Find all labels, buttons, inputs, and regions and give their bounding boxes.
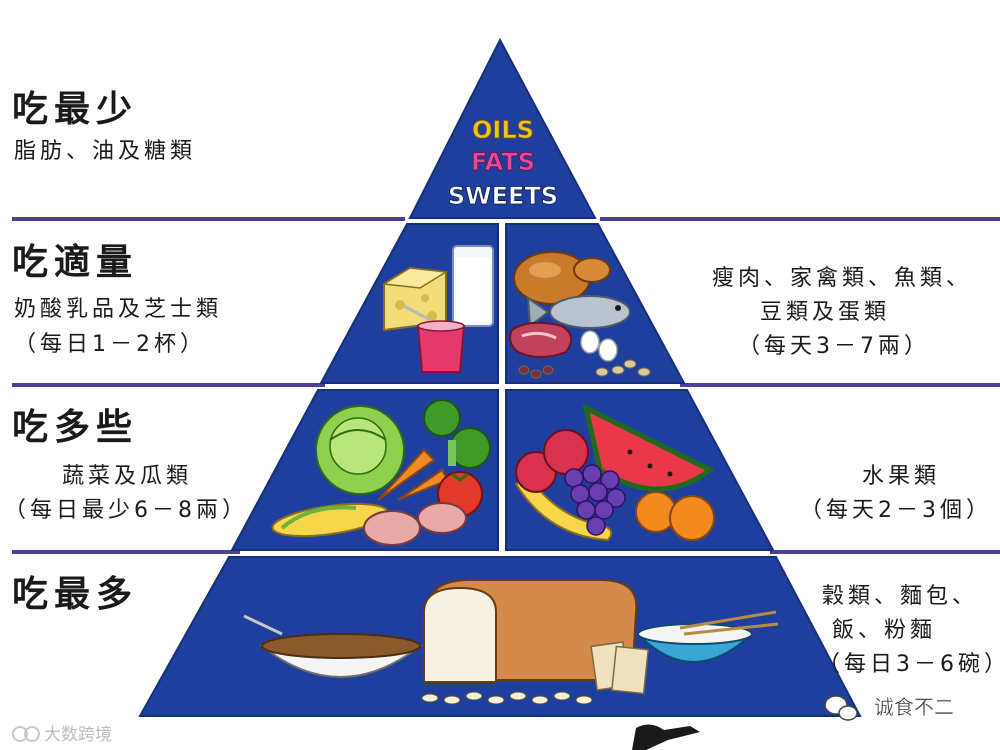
broccoli-icon xyxy=(423,399,491,469)
fish-icon xyxy=(526,295,631,329)
grapes-icon xyxy=(564,464,626,536)
orange-icon xyxy=(635,491,715,541)
tier-3-heading: 吃多些 xyxy=(12,407,139,448)
pyramid-tier-top xyxy=(408,37,597,219)
tier-3-left-sub-1: 蔬菜及瓜類 xyxy=(62,464,193,489)
cheese-icon xyxy=(381,266,449,332)
watermark-left: 大数跨境 xyxy=(44,725,112,745)
potato-icon xyxy=(363,502,467,546)
tier-1-heading: 吃最少 xyxy=(12,89,139,130)
tier-2-right-sub-1: 瘦肉、家禽類、魚類、 xyxy=(712,266,973,291)
apple-icon xyxy=(515,429,589,493)
cabbage-icon xyxy=(315,405,405,495)
cereal-bowl-icon xyxy=(243,614,423,678)
tier-2-left-sub-2: （每日1－2杯） xyxy=(14,332,206,357)
tier-1-left-sub: 脂肪、油及糖類 xyxy=(14,139,197,164)
beans-icon xyxy=(518,359,651,379)
tier-2-left-sub-1: 奶酸乳品及芝士類 xyxy=(14,297,223,322)
apex-fats: FATS xyxy=(471,148,535,176)
roast-chicken-icon xyxy=(513,251,611,305)
tier-3-right-sub-1: 水果類 xyxy=(862,464,941,489)
tier-2-right-sub-3: （每天3－7兩） xyxy=(738,334,930,359)
noodle-bowl-icon xyxy=(635,610,779,663)
tier-3-left-sub-2: （每日最少6－8兩） xyxy=(4,498,248,523)
watermark-logo-icon xyxy=(12,726,40,742)
milk-glass-icon xyxy=(452,245,494,327)
carrot-icon xyxy=(377,448,450,501)
apex-sweets: SWEETS xyxy=(448,182,558,210)
crackers-icon xyxy=(590,641,650,695)
tier-4-right-sub-3: （每日3－6碗） xyxy=(818,652,1000,677)
ink-scribble xyxy=(632,724,700,750)
tier-4-right-sub-2: 飯、粉麵 xyxy=(832,618,937,643)
tier-4-right-sub-1: 穀類、麵包、 xyxy=(822,584,979,609)
wechat-icon xyxy=(824,695,858,721)
apex-oils: OILS xyxy=(472,116,534,144)
meat-icon xyxy=(509,321,573,358)
tier-4-heading: 吃最多 xyxy=(12,574,139,615)
yogurt-cup-icon xyxy=(403,304,466,373)
apex-labels: OILS FATS SWEETS xyxy=(447,116,558,211)
tier-2-right-sub-2: 豆類及蛋類 xyxy=(760,300,891,325)
tier-3-right-sub-2: （每天2－3個） xyxy=(800,498,992,523)
tier-dividers xyxy=(12,217,1000,554)
eggs-icon xyxy=(580,330,618,362)
watermark-right: 诚食不二 xyxy=(874,695,954,719)
pasta-icon xyxy=(421,691,593,705)
tier-2-heading: 吃適量 xyxy=(12,242,139,283)
bread-loaf-icon xyxy=(423,579,638,683)
